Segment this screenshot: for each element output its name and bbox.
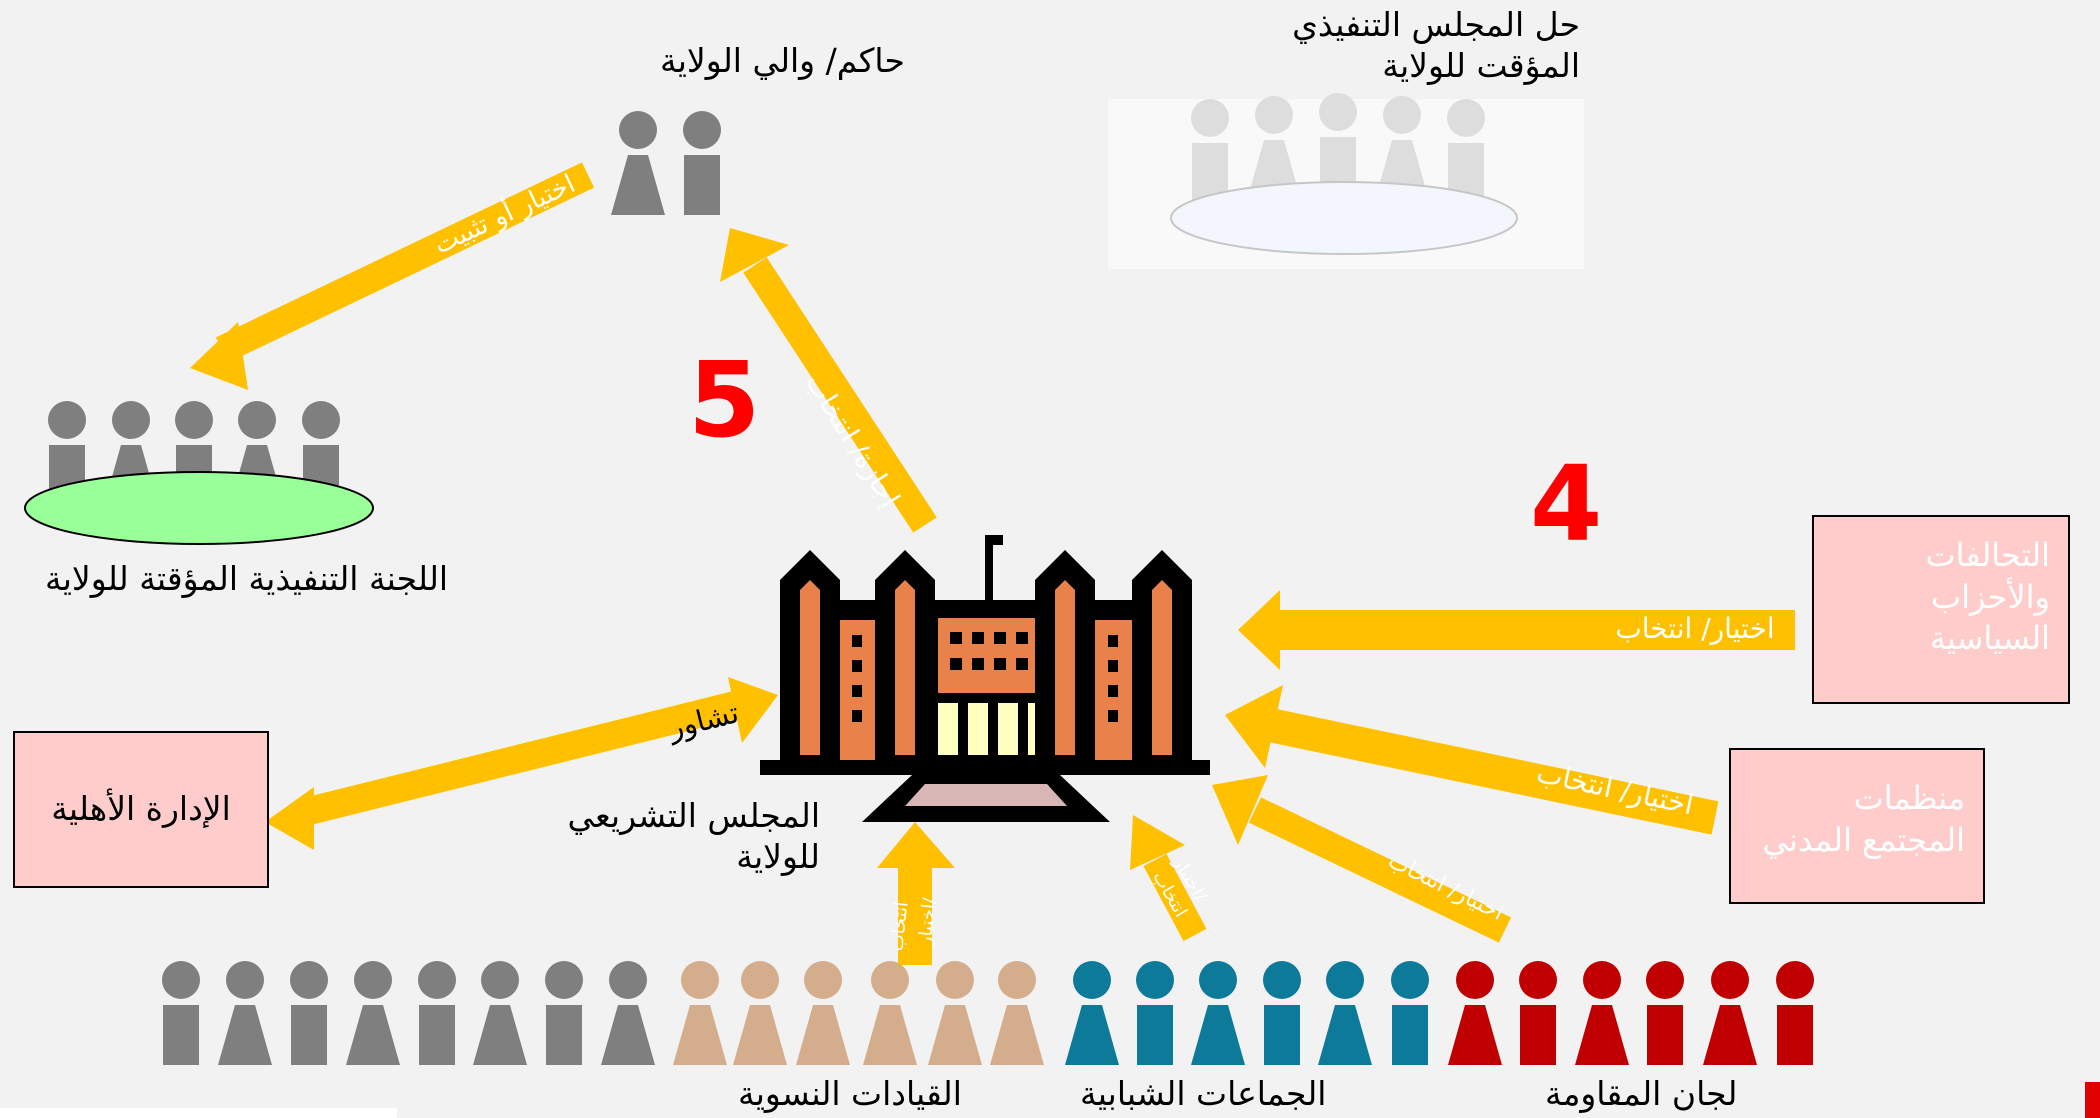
dissolved-council-icon — [1108, 93, 1584, 269]
legislative-council-label: المجلس التشريعي للولاية — [567, 796, 820, 877]
civil-society-label: منظمات المجتمع المدني — [1762, 779, 1965, 859]
arrow-consult — [265, 677, 778, 850]
table-icon — [1170, 181, 1518, 255]
arrow-approve-elect — [720, 228, 937, 533]
step-number-4: 4 — [1530, 443, 1603, 565]
interim-committee-icon — [24, 401, 374, 545]
civil-admin-box: الإدارة الأهلية — [13, 731, 269, 888]
governor-icon — [611, 111, 721, 215]
bottom-left-strip — [0, 1108, 397, 1118]
label-select-appoint: اختيار أو تثبيت — [428, 165, 580, 260]
arrow-women — [877, 822, 955, 965]
label-women-elect: انتخاب — [887, 901, 913, 952]
resistance-label: لجان المقاومة — [1545, 1074, 1738, 1113]
table-icon — [24, 471, 374, 545]
corner-marker — [2085, 1082, 2100, 1118]
civil-society-box: منظمات المجتمع المدني — [1729, 748, 1985, 904]
arrow-civil-society — [1225, 685, 1719, 835]
label-consult: تشاور — [663, 695, 742, 746]
arrow-youth — [1130, 815, 1207, 942]
resistance-group — [1448, 961, 1814, 1065]
people-row — [162, 961, 1814, 1065]
parties-box: التحالفات والأحزاب السياسية — [1812, 515, 2070, 704]
arrow-resistance — [1212, 775, 1512, 943]
interim-committee-label: اللجنة التنفيذية المؤقتة للولاية — [45, 559, 449, 598]
arrows — [190, 162, 1795, 965]
parties-label: التحالفات والأحزاب السياسية — [1925, 536, 2050, 658]
governor-label: حاكم/ والي الولاية — [660, 41, 905, 80]
label-parties: اختيار/ انتخاب — [1615, 612, 1774, 645]
women-group — [673, 961, 1044, 1065]
youth-group — [1065, 961, 1429, 1065]
civil-admin-group — [162, 961, 655, 1065]
step-number-5: 5 — [688, 339, 761, 461]
youth-label: الجماعات الشبابية — [1080, 1074, 1327, 1113]
label-women-select: اختيار/ — [915, 896, 941, 947]
dissolve-council-label: حل المجلس التنفيذي المؤقت للولاية — [1292, 5, 1580, 86]
building-icon — [760, 535, 1210, 822]
women-label: القيادات النسوية — [738, 1074, 962, 1113]
arrow-parties — [1238, 590, 1795, 670]
civil-admin-label: الإدارة الأهلية — [51, 789, 231, 829]
arrow-select-appoint — [190, 162, 595, 390]
